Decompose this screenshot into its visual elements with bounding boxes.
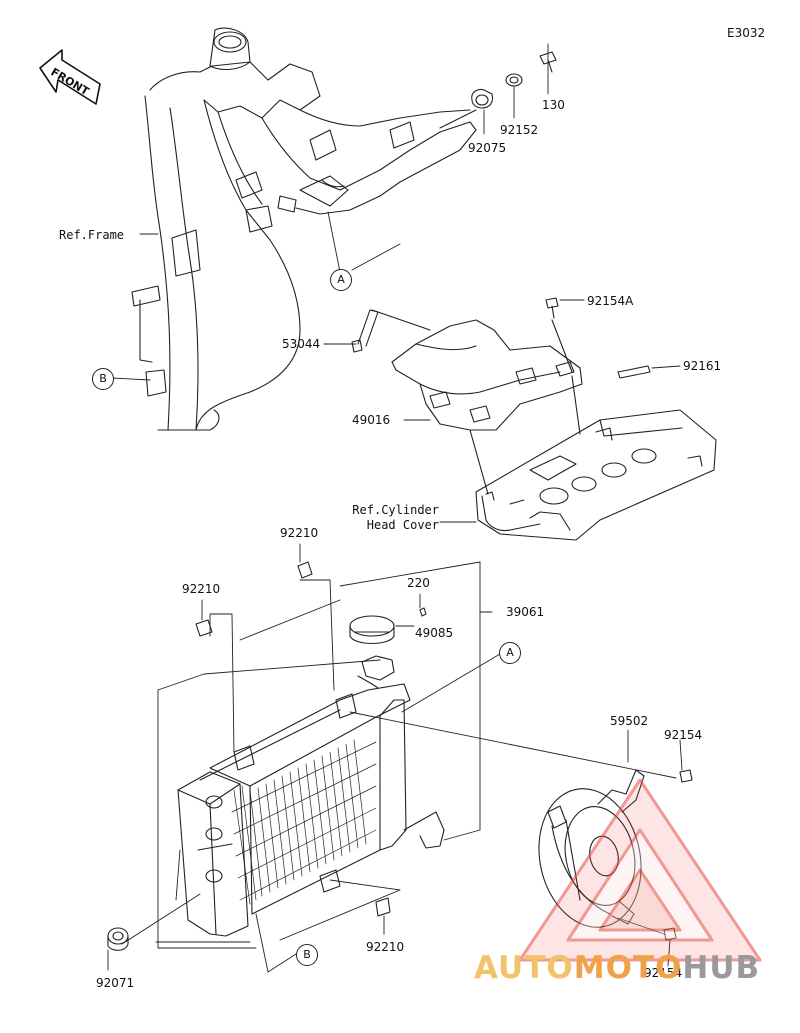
callout-b-bottom: B bbox=[296, 944, 318, 966]
part-label-59502: 59502 bbox=[610, 714, 649, 728]
heat-shield-drawing bbox=[351, 297, 717, 541]
top-fasteners bbox=[439, 51, 557, 129]
ref-frame-label: Ref.Frame bbox=[59, 228, 125, 242]
ref-cylinder-label: Ref.Cylinder bbox=[352, 503, 439, 517]
part-label-220: 220 bbox=[407, 576, 430, 590]
callout-a-right: A bbox=[499, 642, 521, 664]
part-label-92154-top: 92154 bbox=[664, 728, 703, 742]
frame-drawing bbox=[131, 27, 477, 431]
watermark-part-moto: MOTO bbox=[573, 950, 683, 986]
part-label-39061: 39061 bbox=[506, 605, 545, 619]
part-label-92152: 92152 bbox=[500, 123, 539, 137]
part-label-49016: 49016 bbox=[352, 413, 391, 427]
part-label-92075: 92075 bbox=[468, 141, 507, 155]
watermark-text: AUTOMOTOHUB bbox=[474, 950, 760, 986]
radiator-drawing bbox=[107, 561, 445, 951]
part-label-92210-top: 92210 bbox=[280, 526, 319, 540]
part-label-92071: 92071 bbox=[96, 976, 135, 990]
part-label-49085: 49085 bbox=[415, 626, 454, 640]
leader-lines bbox=[107, 43, 683, 973]
part-label-92161: 92161 bbox=[683, 359, 722, 373]
fan-drawing bbox=[538, 769, 693, 941]
part-label-130: 130 bbox=[542, 98, 565, 112]
part-label-53044: 53044 bbox=[282, 337, 321, 351]
diagram-code: E3032 bbox=[727, 26, 766, 40]
part-label-92210-left: 92210 bbox=[182, 582, 221, 596]
part-label-92210-bottom: 92210 bbox=[366, 940, 405, 954]
part-label-92154a: 92154A bbox=[587, 294, 634, 308]
part-label-92154-bottom: 92154 bbox=[644, 966, 683, 980]
callout-b-left: B bbox=[92, 368, 114, 390]
watermark-logo-icon bbox=[518, 778, 762, 962]
watermark-part-hub: HUB bbox=[682, 950, 761, 986]
callout-a-top: A bbox=[330, 269, 352, 291]
front-arrow-icon: FRONT bbox=[39, 49, 101, 105]
watermark-part-auto: AUTO bbox=[474, 950, 574, 986]
ref-head-cover-label: Head Cover bbox=[366, 518, 439, 532]
